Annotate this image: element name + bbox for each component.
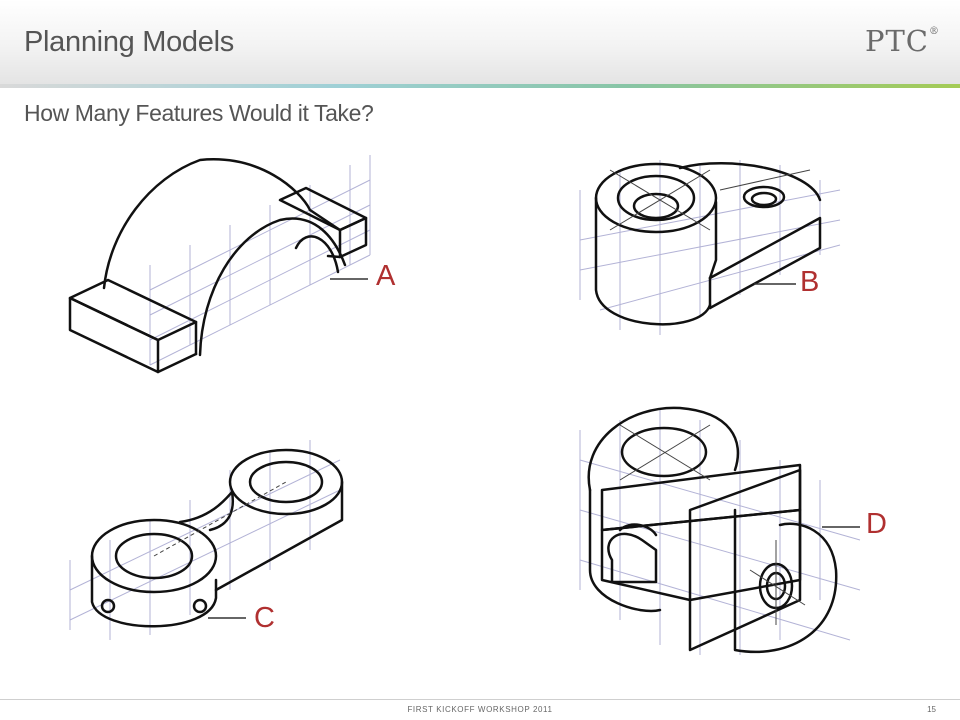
link-arm-drawing-icon (69, 440, 344, 640)
footer-divider (0, 699, 960, 700)
logo-text: PTC (864, 24, 929, 58)
ptc-logo: PTC® (865, 24, 940, 58)
clevis-bracket-drawing-icon (579, 406, 861, 655)
footer-text: FIRST KICKOFF WORKSHOP 2011 (407, 705, 553, 714)
figure-label-c: C (254, 602, 275, 634)
slide-header: Planning Models PTC® (0, 0, 960, 84)
slide-title: Planning Models (24, 26, 234, 58)
registered-mark: ® (929, 26, 940, 37)
page-number: 15 (927, 705, 936, 714)
figure-label-a: A (376, 260, 396, 292)
figure-label-d: D (866, 508, 887, 540)
figure-label-b: B (800, 266, 820, 298)
boss-flange-drawing-icon (579, 160, 841, 335)
bridge-block-drawing-icon (68, 155, 371, 374)
header-accent-line (0, 84, 960, 88)
slide-subtitle: How Many Features Would it Take? (24, 100, 374, 126)
